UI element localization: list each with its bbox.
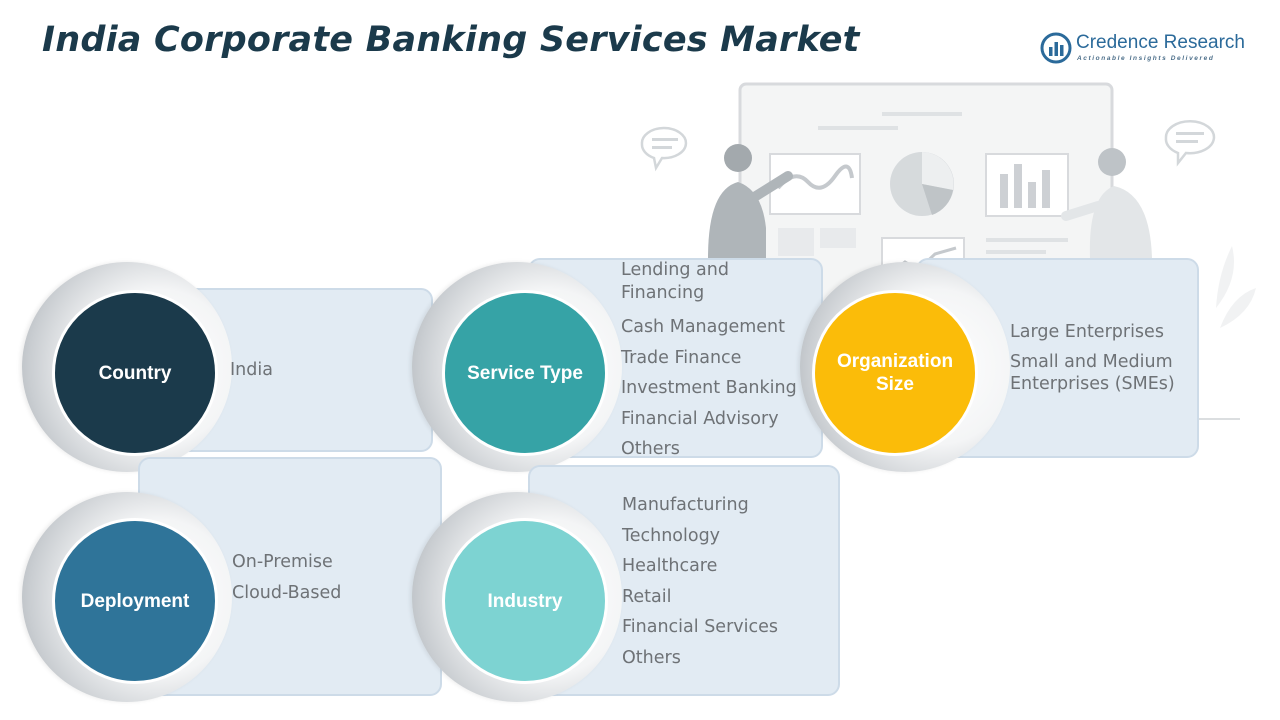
- list-item: Cash Management: [621, 317, 785, 337]
- list-item: Financial Services: [622, 617, 778, 637]
- service-type-circle: Service Type: [442, 290, 608, 456]
- list-item: Large Enterprises: [1010, 322, 1164, 342]
- brand-logo: Credence Research Actionable Insights De…: [1040, 30, 1260, 70]
- list-item: Manufacturing: [622, 495, 749, 515]
- presentation-illustration: [640, 82, 1256, 420]
- list-item: Others: [621, 439, 680, 459]
- list-item: Technology: [622, 525, 721, 546]
- logo-tagline: Actionable Insights Delivered: [1077, 55, 1215, 62]
- deployment-list: On-Premise Cloud-Based: [232, 547, 341, 608]
- logo-name: Credence Research: [1076, 32, 1245, 53]
- industry-circle: Industry: [442, 518, 608, 684]
- list-item: Retail: [622, 586, 672, 607]
- country-circle: Country: [52, 290, 218, 456]
- organization-size-list: Large Enterprises Small and Medium Enter…: [1010, 321, 1190, 403]
- country-list: India: [230, 355, 273, 386]
- list-item: On-Premise: [232, 552, 333, 572]
- list-item: Trade Finance: [621, 347, 742, 368]
- list-item: Small and Medium Enterprises (SMEs): [1010, 352, 1175, 394]
- deployment-circle: Deployment: [52, 518, 218, 684]
- list-item: Financial Advisory: [621, 408, 779, 429]
- page-title: India Corporate Banking Services Market: [42, 20, 860, 60]
- organization-size-circle: Organization Size: [812, 290, 978, 456]
- list-item: Healthcare: [622, 556, 718, 576]
- list-item: Lending and Financing: [621, 260, 729, 303]
- industry-list: Manufacturing Technology Healthcare Reta…: [622, 490, 778, 673]
- list-item: Others: [622, 647, 681, 668]
- list-item: Investment Banking: [621, 378, 797, 398]
- list-item: Cloud-Based: [232, 582, 342, 603]
- service-type-list: Lending and Financing Cash Management Tr…: [621, 259, 797, 465]
- bar-chart-logo-icon: [1040, 32, 1072, 64]
- list-item: India: [230, 360, 273, 380]
